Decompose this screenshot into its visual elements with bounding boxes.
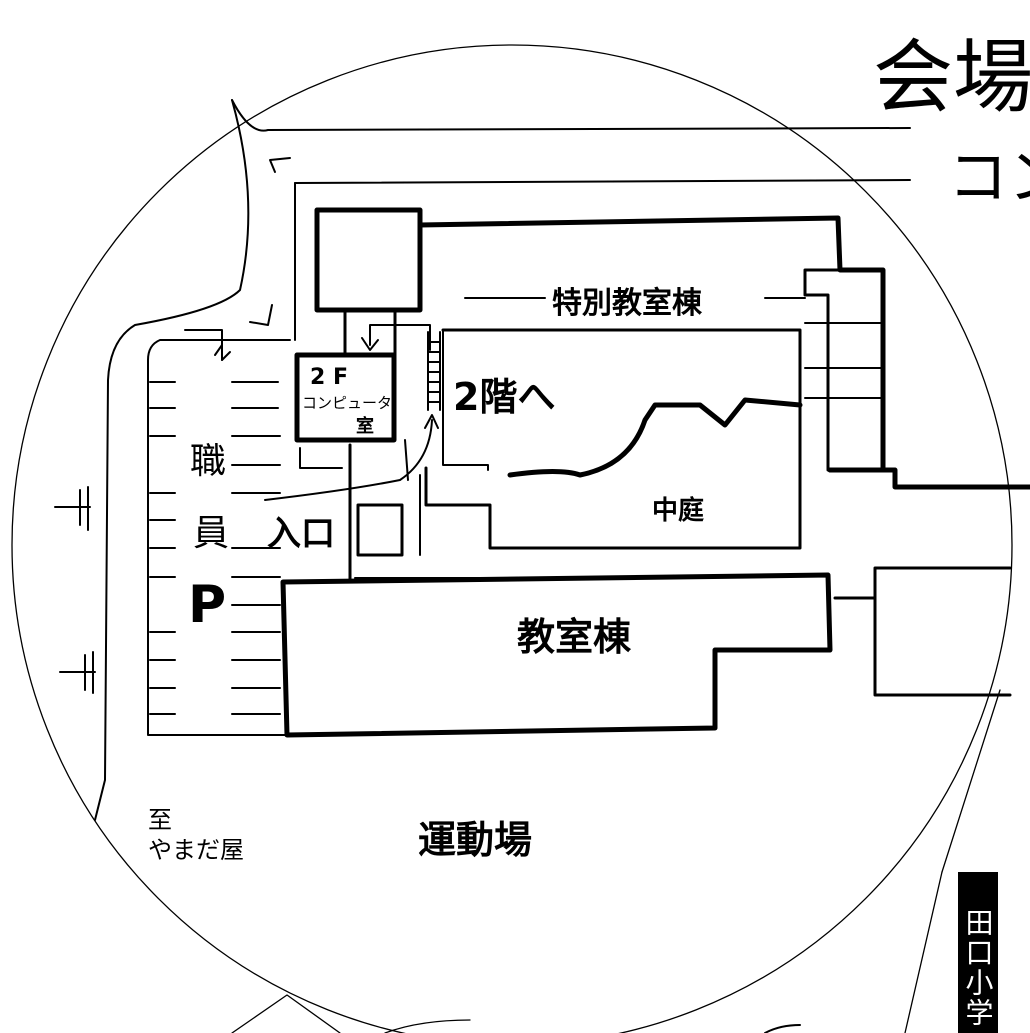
- staff-char-2: 員: [193, 513, 229, 554]
- bottom-arc-2: [764, 1024, 801, 1033]
- small-tower-block: [314, 207, 423, 313]
- entrance-label: 入口: [267, 514, 335, 554]
- inner-wing-line: [442, 329, 489, 471]
- courtyard-edge: [507, 397, 803, 478]
- courtyard-label: 中庭: [652, 495, 704, 526]
- parking-outline: [147, 339, 291, 736]
- school-name: 田口小学: [962, 908, 995, 1028]
- callout-line-2: [904, 871, 943, 1033]
- special-building-steps: [803, 268, 842, 472]
- corridor-block-1: [356, 503, 404, 557]
- road-left-edge: [94, 99, 250, 821]
- right-side-wall: [827, 467, 1030, 490]
- route-path-to-stairs: [264, 414, 439, 501]
- special-building-outline: [417, 215, 886, 473]
- title-sub: コン: [948, 143, 1030, 213]
- roadside-symbol-1: [54, 486, 91, 531]
- computer-room-box: [294, 352, 397, 443]
- computer-room-floor: 2 F: [310, 365, 348, 390]
- playground-label: 運動場: [418, 818, 532, 862]
- bottom-arc: [384, 1019, 471, 1033]
- route-arrow-upper: [361, 324, 431, 351]
- classroom-building: [280, 572, 833, 738]
- staircase: [427, 331, 441, 411]
- roadside-symbol-2: [59, 651, 96, 694]
- computer-room-name: コンピュータ: [302, 394, 392, 412]
- corridor-line-4: [299, 447, 343, 469]
- road-top-line: [294, 179, 911, 184]
- parking-lines: [149, 381, 281, 715]
- special-building-label: 特別教室棟: [552, 286, 703, 321]
- destination-prefix: 至: [148, 806, 172, 834]
- road-arrow-1: [269, 157, 291, 173]
- road-arrow-4: [214, 344, 231, 361]
- school-name-sign: [958, 872, 998, 1033]
- parking-mark: P: [188, 575, 226, 635]
- road-arrow-2: [249, 304, 273, 326]
- computer-room-suffix: 室: [356, 415, 374, 437]
- classroom-building-label: 教室棟: [517, 615, 632, 659]
- road-arrow-3: [184, 329, 223, 361]
- bottom-small-triangle: [231, 994, 341, 1033]
- right-lower-block: [873, 566, 1012, 697]
- to-second-floor-label: 2階へ: [453, 375, 555, 419]
- staff-char-1: 職: [190, 441, 226, 482]
- corridor-block-2: [404, 439, 421, 556]
- title-main: 会場: [873, 31, 1030, 124]
- destination-name: やまだ屋: [148, 836, 244, 864]
- inner-wing-outline: [424, 328, 802, 550]
- map-lens-circle: [11, 44, 1013, 1033]
- callout-line-1: [941, 689, 1001, 873]
- road-curve-top: [231, 99, 911, 132]
